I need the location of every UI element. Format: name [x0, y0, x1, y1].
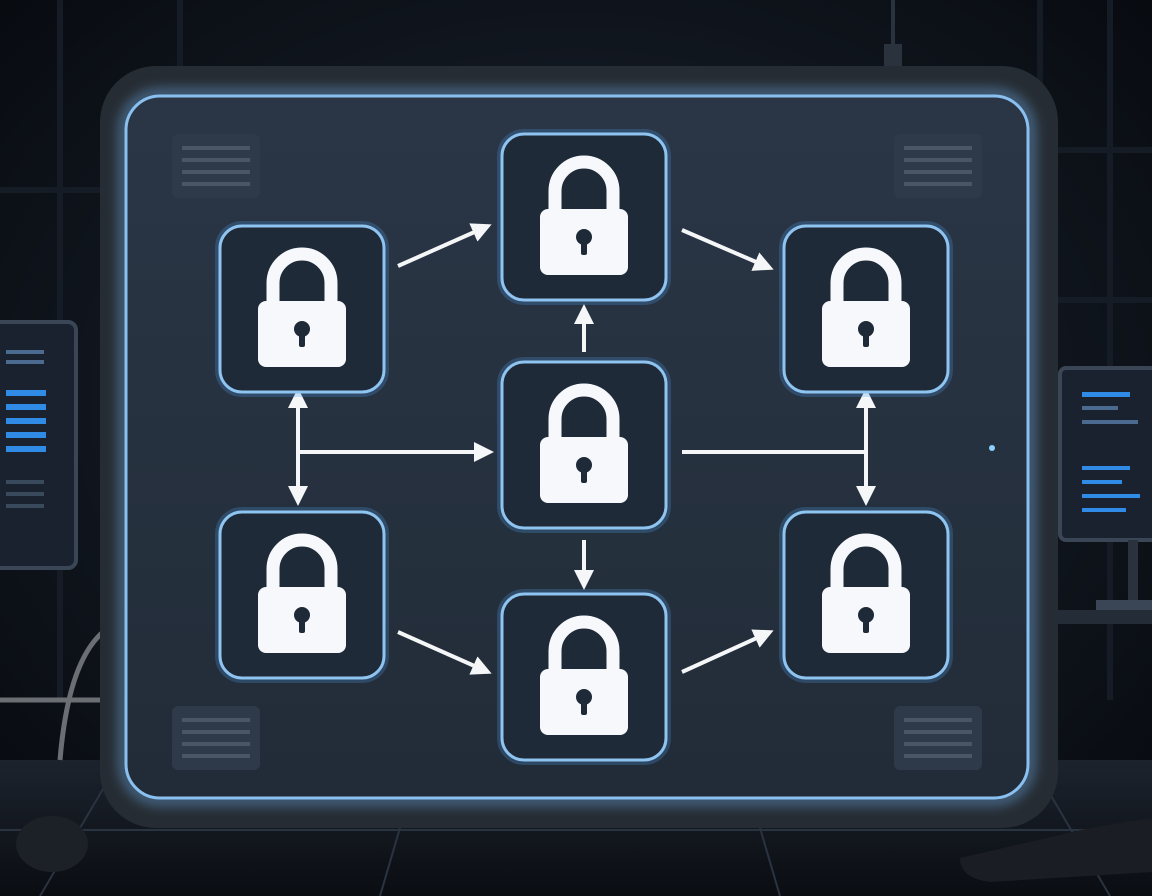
- corner-list-icon-top-right: [894, 134, 982, 198]
- lock-node-left-top: [215, 221, 389, 397]
- lock-node-right-bottom: [779, 507, 953, 683]
- connections: [288, 223, 876, 675]
- arrow-top-center-to-right-top: [681, 228, 774, 271]
- padlock-icon: [258, 533, 346, 653]
- ceiling-bracket: [884, 44, 902, 66]
- corner-list-icon-bottom-right: [894, 706, 982, 770]
- left-side-monitor: [0, 320, 78, 570]
- padlock-icon: [822, 533, 910, 653]
- lock-nodes: [215, 129, 953, 765]
- arrow-left-bottom-to-bottom-center: [397, 630, 492, 675]
- arrow-bottom-center-to-right-bottom: [681, 629, 774, 674]
- corner-list-icon-bottom-left: [172, 706, 260, 770]
- arrow-left-top-to-top-center: [397, 223, 492, 268]
- padlock-icon: [540, 155, 628, 275]
- padlock-icon: [258, 247, 346, 367]
- panel-indicator-light: [989, 445, 995, 451]
- computer-mouse: [16, 816, 88, 872]
- padlock-icon: [540, 615, 628, 735]
- panel-glow: [119, 89, 1035, 805]
- padlock-icon: [540, 383, 628, 503]
- lock-node-center: [497, 357, 671, 533]
- lock-node-right-top: [779, 221, 953, 397]
- lock-node-top-center: [497, 129, 671, 305]
- lock-node-left-bottom: [215, 507, 389, 683]
- lock-node-bottom-center: [497, 589, 671, 765]
- padlock-icon: [822, 247, 910, 367]
- desk-device: [960, 818, 1152, 882]
- corner-list-icon-top-left: [172, 134, 260, 198]
